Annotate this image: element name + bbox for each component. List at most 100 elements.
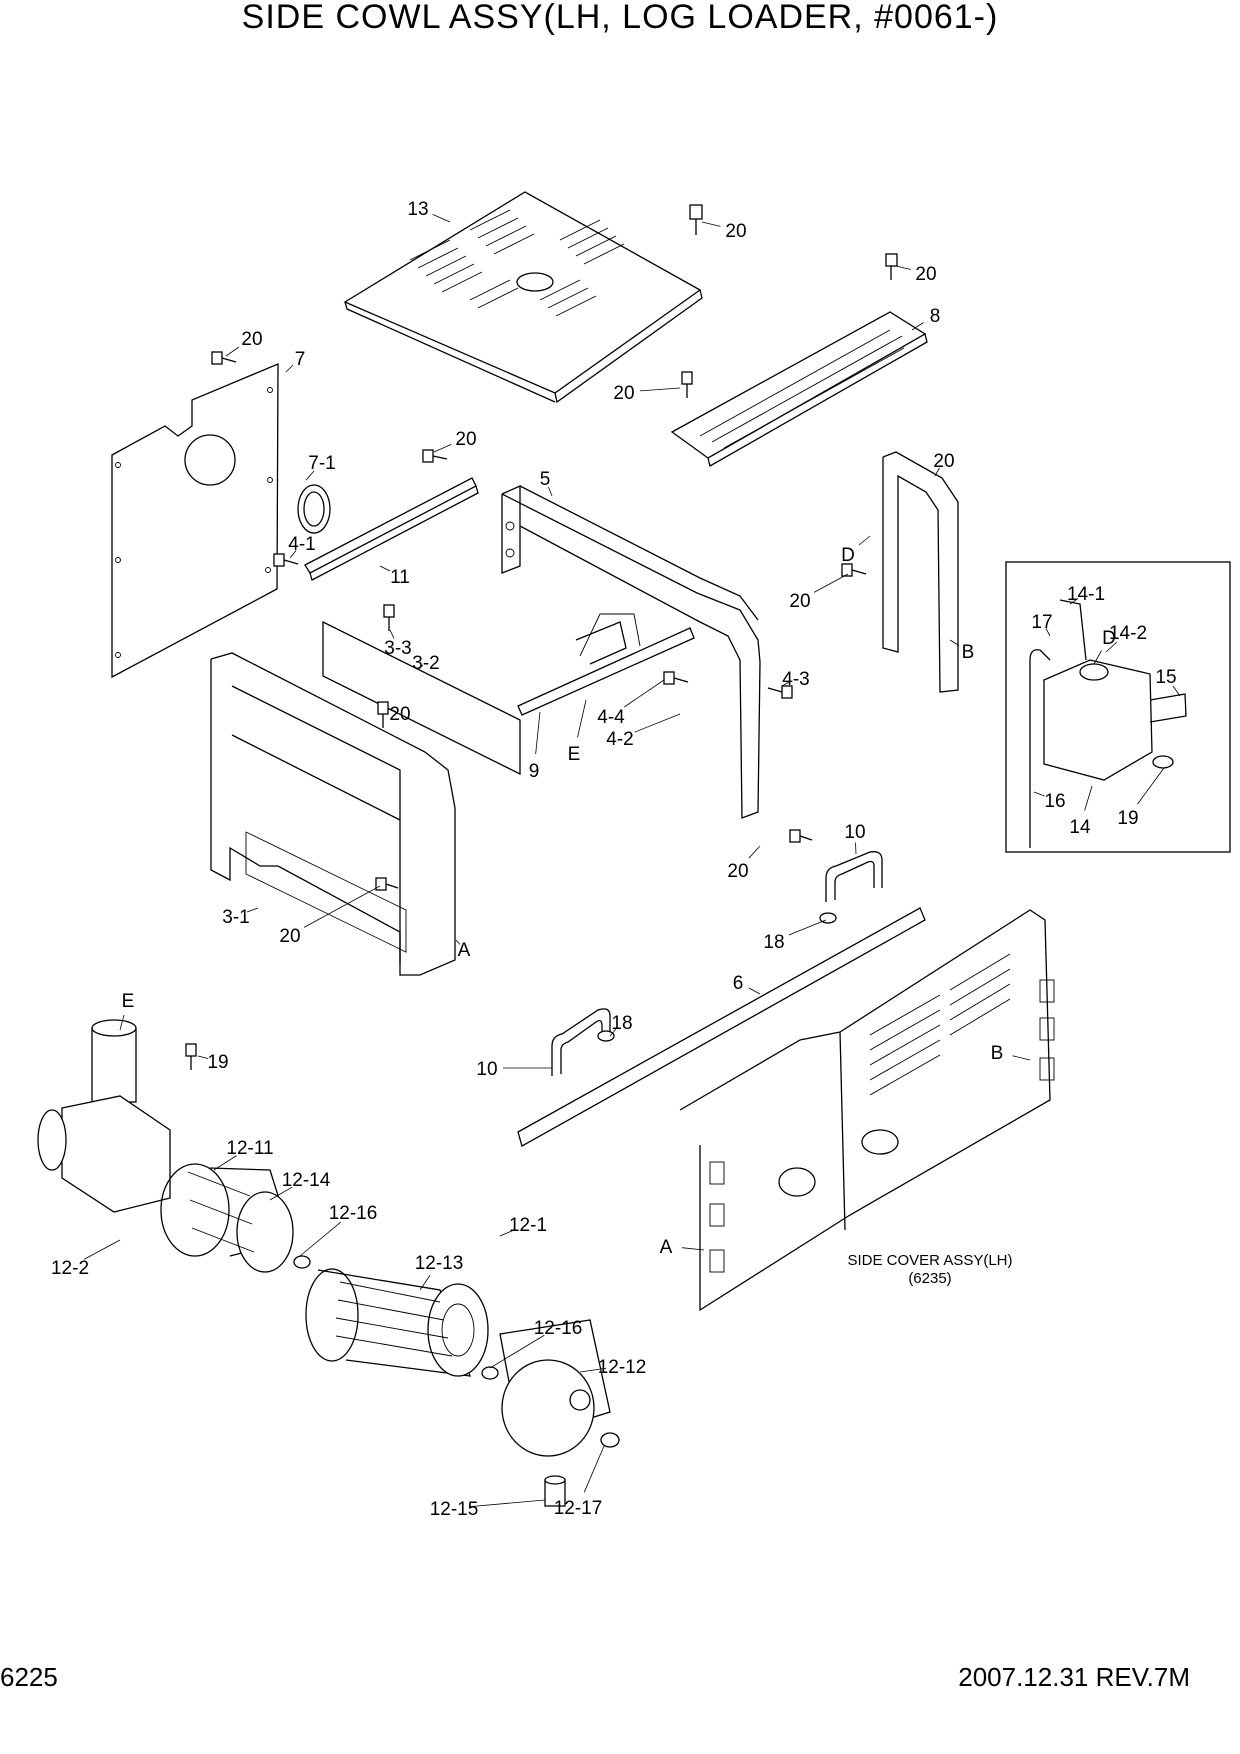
leader-line: [681, 1247, 705, 1251]
page-title: SIDE COWL ASSY(LH, LOG LOADER, #0061-): [241, 0, 999, 36]
leader-line: [781, 681, 790, 687]
leader-line: [1105, 641, 1118, 653]
bolt-20: [375, 877, 399, 891]
leader-line: [609, 1028, 617, 1037]
callout-20: 20: [727, 861, 748, 882]
bolt-3-3: [383, 604, 395, 631]
callout-11: 11: [390, 567, 410, 588]
callout-15: 15: [1155, 667, 1176, 688]
leader-line: [489, 1334, 545, 1369]
leader-line: [949, 639, 960, 646]
callout-18: 18: [611, 1013, 632, 1034]
callout-12-16: 12-16: [329, 1203, 378, 1224]
part-6-lower-bracket: [517, 907, 926, 1147]
callout-13: 13: [407, 199, 428, 220]
callout-12-17: 12-17: [554, 1498, 603, 1519]
bolt-20: [885, 253, 898, 280]
callout-20: 20: [241, 329, 262, 350]
callout-12-12: 12-12: [598, 1357, 647, 1378]
leader-line: [855, 842, 857, 855]
bolt-4-4: [663, 671, 689, 685]
callout-19: 19: [1117, 808, 1138, 829]
leader-line: [246, 907, 259, 913]
leader-line: [934, 467, 940, 477]
leader-line: [419, 664, 424, 669]
side-cover-assy: [679, 909, 1055, 1312]
bolt-20: [211, 351, 237, 365]
leader-line: [1033, 791, 1045, 797]
callout-10: 10: [844, 822, 865, 843]
leader-line: [1012, 1055, 1031, 1061]
bolt-20: [841, 563, 867, 577]
callout-18: 18: [763, 932, 784, 953]
leader-line: [433, 444, 452, 453]
leader-line: [813, 573, 849, 593]
leader-line: [577, 699, 587, 738]
part-12-air-cleaner: [37, 1019, 620, 1507]
leader-line: [639, 387, 681, 392]
leader-line: [455, 939, 461, 945]
callout-19: 19: [207, 1052, 228, 1073]
callout-3-2: 3-2: [412, 653, 439, 674]
callout-12-15: 12-15: [430, 1499, 479, 1520]
part-9-support-arm: [517, 613, 695, 716]
callout-14-1: 14-1: [1067, 584, 1105, 605]
callout-6: 6: [733, 973, 744, 994]
callout-7-1: 7-1: [308, 453, 335, 474]
bolt-fasteners: [185, 204, 898, 1070]
callout-3-1: 3-1: [222, 907, 249, 928]
callout-4-1: 4-1: [288, 534, 315, 555]
bolt-4-3: [767, 685, 793, 699]
leader-line: [289, 550, 297, 559]
callout-12-14: 12-14: [282, 1170, 331, 1191]
leader-line: [305, 470, 315, 481]
callout-labels: 13 20 20 8 20 7 20 7-1 20 4-1 5 20 11 D …: [51, 199, 1177, 1520]
leader-line: [634, 713, 681, 733]
leader-line: [1069, 598, 1079, 605]
leader-line: [299, 1221, 341, 1257]
leader-line: [579, 1367, 607, 1373]
leader-line: [858, 535, 871, 546]
callout-10: 10: [476, 1059, 497, 1080]
callout-12-2: 12-2: [51, 1258, 89, 1279]
leader-line: [432, 214, 451, 223]
leader-line: [389, 629, 395, 639]
leader-line: [119, 1014, 125, 1031]
leader-line: [197, 1055, 209, 1059]
leader-line: [788, 919, 827, 936]
callout-leader-lines: [83, 214, 1181, 1507]
callout-A: A: [660, 1237, 673, 1258]
leader-line: [748, 987, 761, 995]
leader-line: [535, 711, 541, 755]
leader-line: [583, 1445, 605, 1493]
bolt-20: [377, 701, 389, 728]
leader-line: [701, 221, 721, 227]
leader-line: [911, 322, 924, 331]
leader-line: [499, 1229, 515, 1237]
bolt-20: [681, 371, 693, 398]
part-5-side-bracket: [882, 451, 959, 693]
leader-line: [269, 1186, 293, 1201]
callout-D: D: [841, 545, 855, 566]
part-7-side-panel: [111, 363, 331, 679]
leader-line: [1137, 767, 1165, 805]
part-13-top-grille-panel: [343, 191, 703, 404]
leader-line: [748, 845, 761, 859]
side-cover-caption-ref: (6235): [908, 1270, 951, 1287]
callout-B: B: [991, 1043, 1004, 1064]
callout-20: 20: [279, 926, 300, 947]
part-4-1-main-frame: [501, 484, 761, 819]
callout-E: E: [122, 991, 135, 1012]
part-3-2-plate: [322, 620, 521, 776]
callout-17: 17: [1031, 612, 1052, 633]
callout-20: 20: [933, 451, 954, 472]
part-10-handle-lower: [551, 1008, 611, 1076]
callout-12-11: 12-11: [226, 1138, 273, 1159]
page-number: 6225: [0, 1662, 58, 1692]
leader-line: [895, 265, 912, 270]
callout-20: 20: [455, 429, 476, 450]
callout-20: 20: [915, 264, 936, 285]
callout-16: 16: [1044, 791, 1065, 812]
callout-14-2: 14-2: [1109, 623, 1147, 644]
